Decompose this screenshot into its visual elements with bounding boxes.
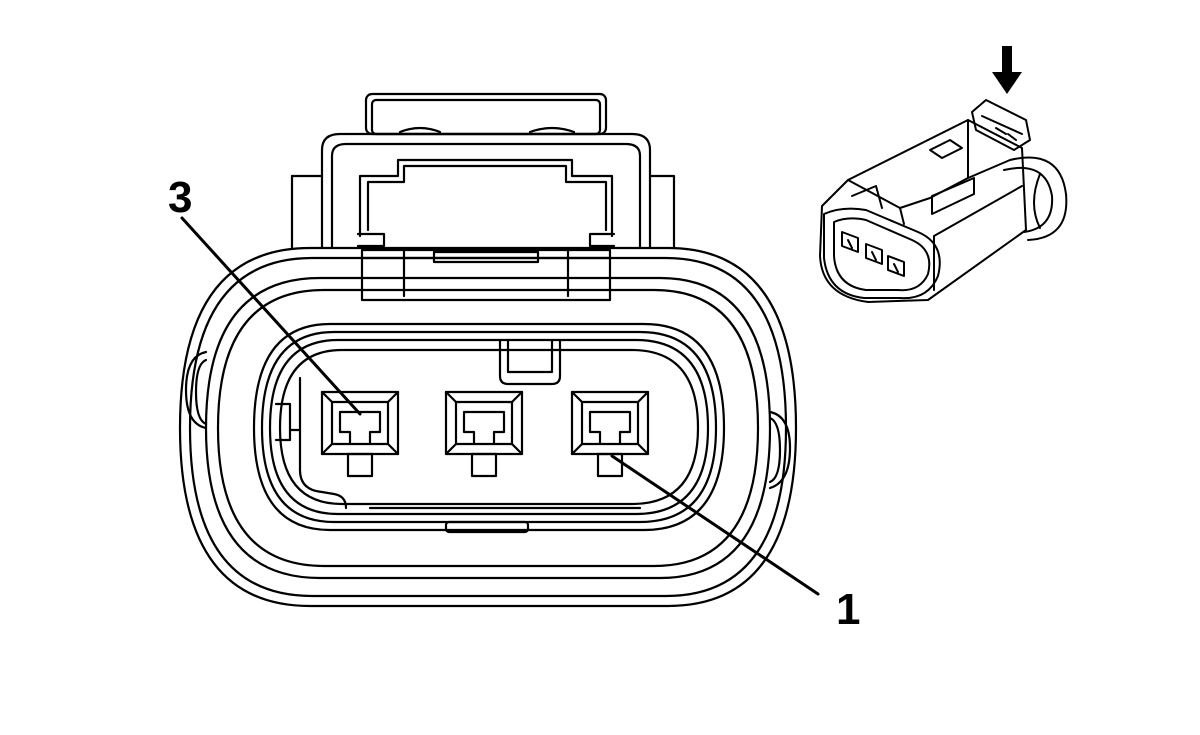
pin-cavity-2 [444,390,524,478]
pin-cavity-3 [320,390,400,478]
callout-pin-1: 1 [836,585,860,634]
latch-housing [290,92,676,302]
outer-housing [178,246,798,608]
connector-face [252,322,726,534]
down-arrow-icon [992,46,1022,94]
leader-line-3 [180,216,362,416]
pin-cavity-1 [570,390,650,478]
leader-line-1 [610,454,820,596]
callout-pin-3: 3 [168,173,192,222]
connector-iso-view [819,99,1068,303]
